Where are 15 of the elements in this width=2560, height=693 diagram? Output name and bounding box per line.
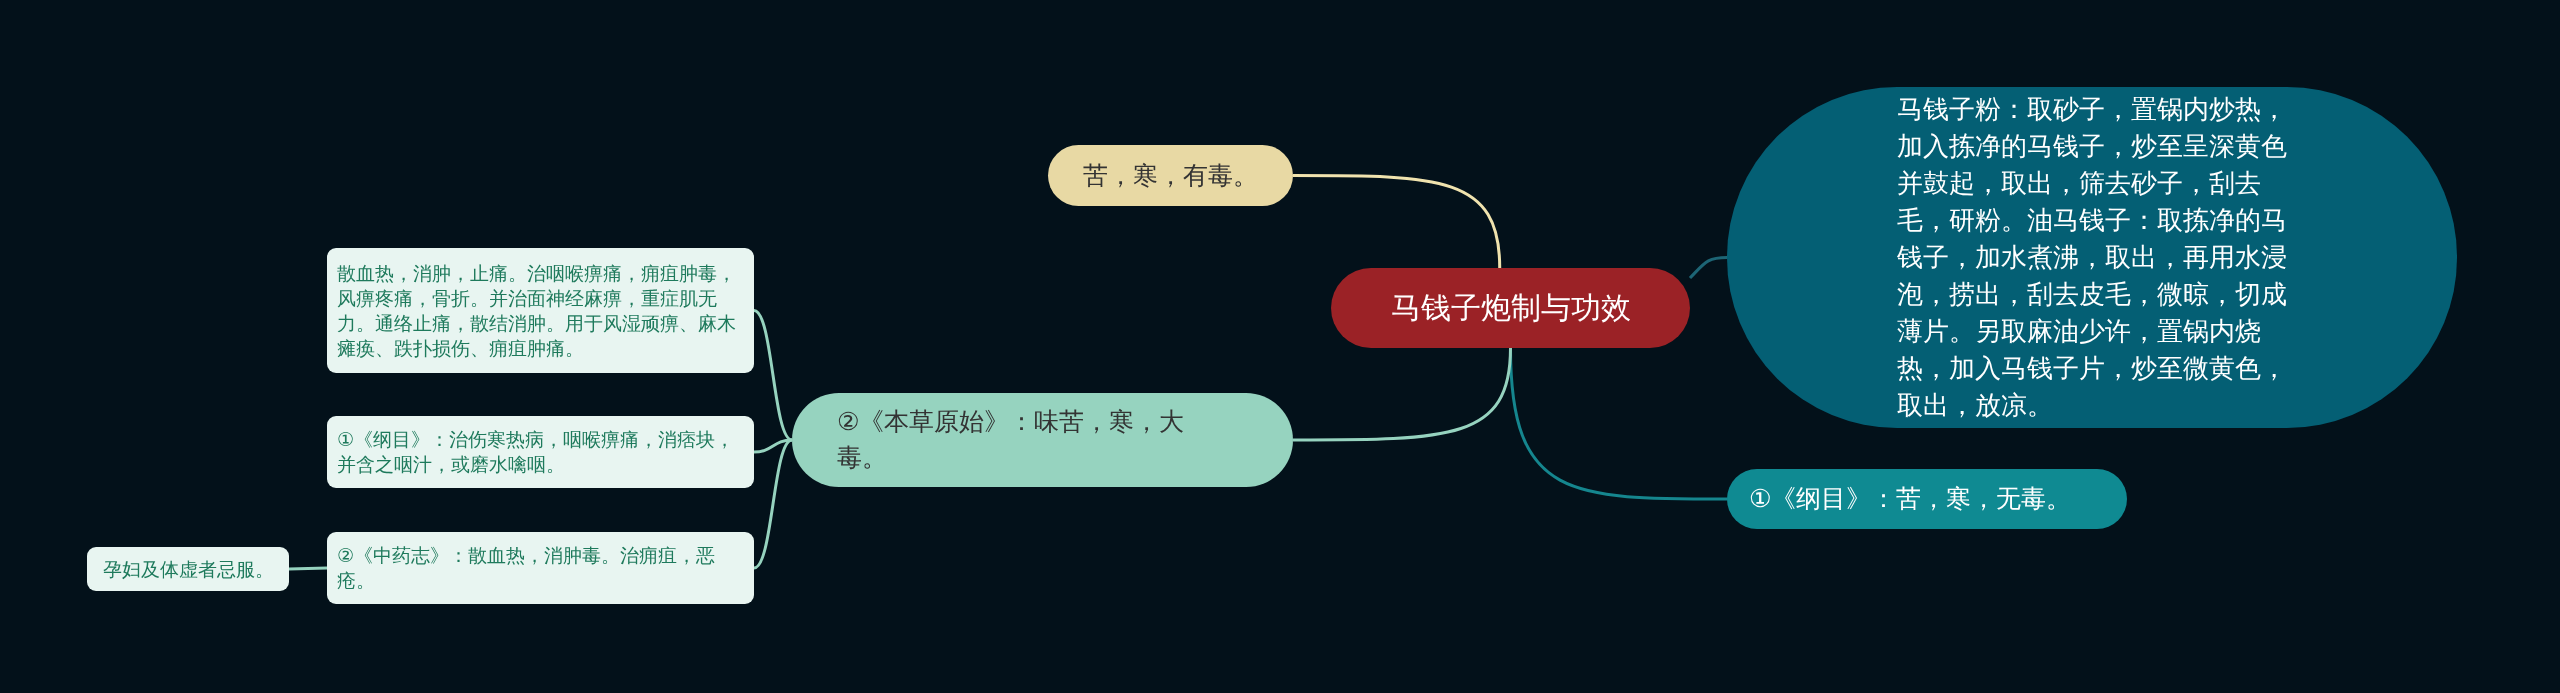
connector-line: [753, 309, 793, 442]
connector-line: [1293, 174, 1502, 269]
connector-line: [1688, 256, 1728, 280]
note-box: ①《纲目》：治伤寒热病，咽喉痹痛，消痞块，并含之咽汁，或磨水噙咽。: [327, 416, 754, 488]
topic-box: ①《纲目》：苦，寒，无毒。: [1727, 469, 2127, 529]
topic-box: ②《本草原始》：味苦，寒，大毒。: [792, 393, 1293, 487]
note-box: 散血热，消肿，止痛。治咽喉痹痛，痈疽肿毒，风痹疼痛，骨折。并治面神经麻痹，重症肌无力。通络止痛，散结消肿。用于风湿顽痹、麻木瘫痪、跌扑损伤、痈疽肿痛。: [327, 248, 754, 373]
connector-line: [1293, 347, 1512, 442]
connector-line: [288, 566, 328, 571]
topic-box: 马钱子粉：取砂子，置锅内炒热，加入拣净的马钱子，炒至呈深黄色并鼓起，取出，筛去砂子，刮去毛，研粉。油马钱子：取拣净的马钱子，加水煮沸，取出，再用水浸泡，捞出，刮去皮毛，微晾，切成薄片。另取麻油少许，置锅内烧热，加入马钱子片，炒至微黄色，取出，放凉。: [1727, 87, 2457, 428]
topic-box: 苦，寒，有毒。: [1048, 145, 1293, 206]
note-box: 孕妇及体虚者忌服。: [87, 547, 289, 591]
connector-line: [753, 438, 793, 570]
note-box: ②《中药志》：散血热，消肿毒。治痈疽，恶疮。: [327, 532, 754, 604]
central-topic: 马钱子炮制与功效: [1331, 268, 1690, 348]
